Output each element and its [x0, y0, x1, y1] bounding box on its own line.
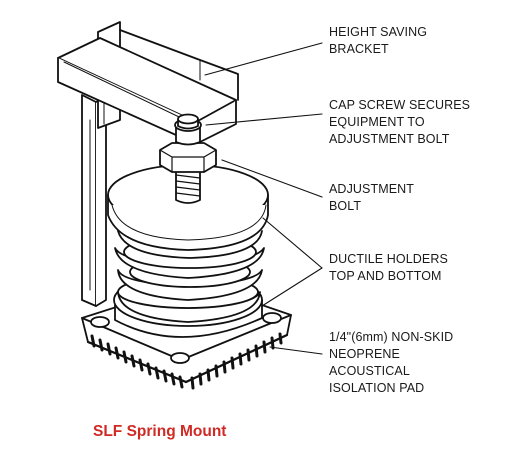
label-line: EQUIPMENT TO: [329, 115, 425, 129]
label-line: NEOPRENE: [329, 347, 400, 361]
label-isolation-pad: 1/4"(6mm) NON-SKID NEOPRENE ACOUSTICAL I…: [329, 329, 499, 397]
figure-caption: SLF Spring Mount: [93, 423, 227, 440]
adjustment-bolt: [159, 142, 217, 204]
leader-lines: [204, 42, 323, 355]
label-line: TOP AND BOTTOM: [329, 269, 442, 283]
label-line: ACOUSTICAL: [329, 364, 410, 378]
label-line: ADJUSTMENT BOLT: [329, 132, 450, 146]
height-saving-bracket: [57, 21, 239, 307]
label-adjustment-bolt: ADJUSTMENT BOLT: [329, 181, 499, 215]
label-line: HEIGHT SAVING: [329, 25, 428, 39]
label-line: CAP SCREW SECURES: [329, 98, 471, 112]
label-line: DUCTILE HOLDERS: [329, 252, 448, 266]
label-height-saving-bracket: HEIGHT SAVING BRACKET: [329, 24, 499, 58]
label-line: BRACKET: [329, 42, 389, 56]
label-line: BOLT: [329, 199, 362, 213]
top-ductile-holder: [107, 164, 269, 251]
label-ductile-holders: DUCTILE HOLDERS TOP AND BOTTOM: [329, 251, 499, 285]
label-line: ADJUSTMENT: [329, 182, 415, 196]
label-cap-screw: CAP SCREW SECURES EQUIPMENT TO ADJUSTMEN…: [329, 97, 499, 148]
label-line: 1/4"(6mm) NON-SKID: [329, 330, 454, 344]
cap-screw: [174, 113, 202, 146]
label-line: ISOLATION PAD: [329, 381, 425, 395]
